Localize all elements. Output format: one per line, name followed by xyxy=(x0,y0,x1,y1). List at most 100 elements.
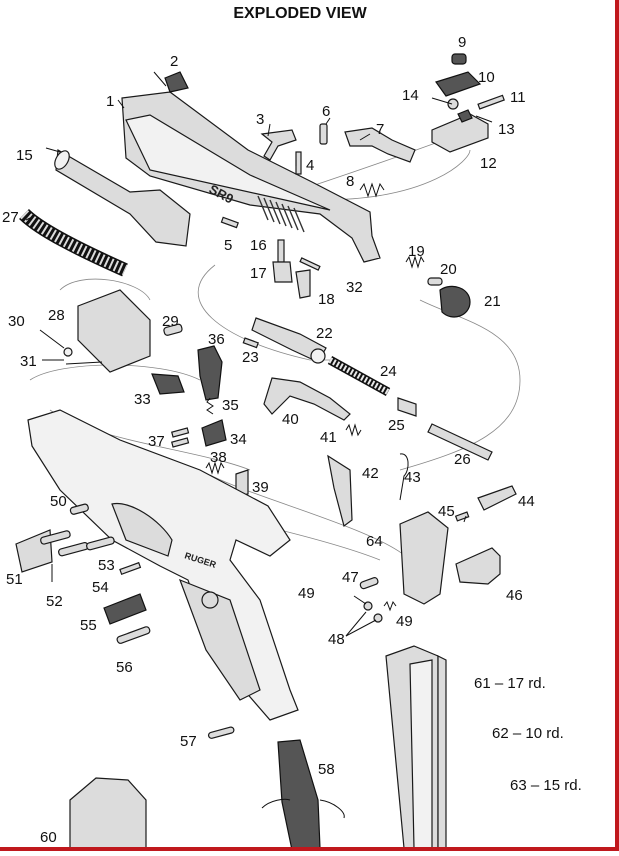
callout-58: 58 xyxy=(318,761,335,778)
callout-38: 38 xyxy=(210,449,227,466)
housing-64 xyxy=(399,511,449,605)
bushing-25 xyxy=(397,397,417,417)
callout-42: 42 xyxy=(362,465,379,482)
callout-35: 35 xyxy=(222,397,239,414)
trigger-bar-40 xyxy=(263,377,351,421)
slide-serrations xyxy=(257,195,305,233)
rear-sight-pin xyxy=(477,94,505,110)
pin-57 xyxy=(207,726,235,739)
frame-border-bottom xyxy=(0,847,619,851)
spring-43 xyxy=(399,453,409,501)
callout-36: 36 xyxy=(208,331,225,348)
magazine-caption-63: 63 – 15 rd. xyxy=(510,777,582,794)
callout-37: 37 xyxy=(148,433,165,450)
slide: SR9 xyxy=(121,91,381,263)
pin-45 xyxy=(454,511,470,522)
recoil-spring xyxy=(19,208,128,277)
callout-23: 23 xyxy=(242,349,259,366)
callout-5: 5 xyxy=(224,237,232,254)
mag-catch-55 xyxy=(103,593,147,625)
pin-32 xyxy=(299,257,321,271)
callout-44: 44 xyxy=(518,493,535,510)
spring-49 xyxy=(383,600,397,612)
extractor xyxy=(260,129,297,161)
striker-assembly xyxy=(251,317,327,364)
callout-14: 14 xyxy=(402,87,419,104)
callout-22: 22 xyxy=(316,325,333,342)
callout-57: 57 xyxy=(180,733,197,750)
callout-39: 39 xyxy=(252,479,269,496)
pin-56 xyxy=(116,626,151,644)
part-18 xyxy=(295,269,311,299)
striker-spring xyxy=(327,356,391,396)
callout-21: 21 xyxy=(484,293,501,310)
roll-pin-5 xyxy=(220,216,239,229)
callout-52: 52 xyxy=(46,593,63,610)
callout-33: 33 xyxy=(134,391,151,408)
spring-41 xyxy=(345,423,362,437)
callout-43: 43 xyxy=(404,469,421,486)
callout-19: 19 xyxy=(408,243,425,260)
callout-18: 18 xyxy=(318,291,335,308)
callout-4: 4 xyxy=(306,157,314,174)
part-46 xyxy=(455,547,501,585)
callout-32: 32 xyxy=(346,279,363,296)
guide-rod-26 xyxy=(427,423,493,461)
striker-block-17 xyxy=(272,261,293,283)
rear-sight-detent xyxy=(457,109,473,123)
rear-sight-screw xyxy=(451,53,467,65)
callout-41: 41 xyxy=(320,429,337,446)
callout-7: 7 xyxy=(376,121,384,138)
part-42 xyxy=(327,454,353,528)
callout-26: 26 xyxy=(454,451,471,468)
pin-52b xyxy=(58,542,89,557)
callout-40: 40 xyxy=(282,411,299,428)
callout-2: 2 xyxy=(170,53,178,70)
leader-lines xyxy=(25,71,493,637)
callout-51: 51 xyxy=(6,571,23,588)
insert-28 xyxy=(77,289,151,373)
part-20 xyxy=(427,277,443,286)
callout-60: 60 xyxy=(40,829,57,846)
spring-38 xyxy=(205,461,225,475)
callout-8: 8 xyxy=(346,173,354,190)
callout-31: 31 xyxy=(20,353,37,370)
callout-13: 13 xyxy=(498,121,515,138)
pin-50 xyxy=(69,503,89,515)
pin-52a xyxy=(40,530,71,545)
mag-loader-60 xyxy=(69,777,147,849)
callout-27: 27 xyxy=(2,209,19,226)
frame: RUGER xyxy=(27,409,299,721)
rear-sight-assembly xyxy=(431,53,505,153)
diagram-title: EXPLODED VIEW xyxy=(233,5,367,22)
callout-29: 29 xyxy=(162,313,179,330)
backstrap-58 xyxy=(261,739,345,851)
pin-47 xyxy=(359,577,379,590)
callout-16: 16 xyxy=(250,237,267,254)
loaded-chamber-indicator xyxy=(344,127,416,163)
spring-8 xyxy=(359,182,385,198)
firing-pin-spring-16 xyxy=(277,239,285,263)
magazine-caption-61: 61 – 17 rd. xyxy=(474,675,546,692)
callout-49b: 49 xyxy=(396,613,413,630)
pin-29 xyxy=(163,323,183,336)
pin-6 xyxy=(319,123,328,145)
part-33 xyxy=(151,373,185,395)
callout-10: 10 xyxy=(478,69,495,86)
callout-47: 47 xyxy=(342,569,359,586)
detent-30 xyxy=(63,347,73,357)
callout-9: 9 xyxy=(458,34,466,51)
callout-34: 34 xyxy=(230,431,247,448)
pin-37a xyxy=(171,427,190,438)
callout-30: 30 xyxy=(8,313,25,330)
callout-17: 17 xyxy=(250,265,267,282)
trigger-36 xyxy=(197,345,223,401)
spring-19 xyxy=(405,255,425,269)
callout-25: 25 xyxy=(388,417,405,434)
barrel xyxy=(54,149,191,247)
callout-53: 53 xyxy=(98,557,115,574)
callout-56: 56 xyxy=(116,659,133,676)
magazine-captions: 61 – 17 rd. 62 – 10 rd. 63 – 15 rd. xyxy=(474,675,582,794)
